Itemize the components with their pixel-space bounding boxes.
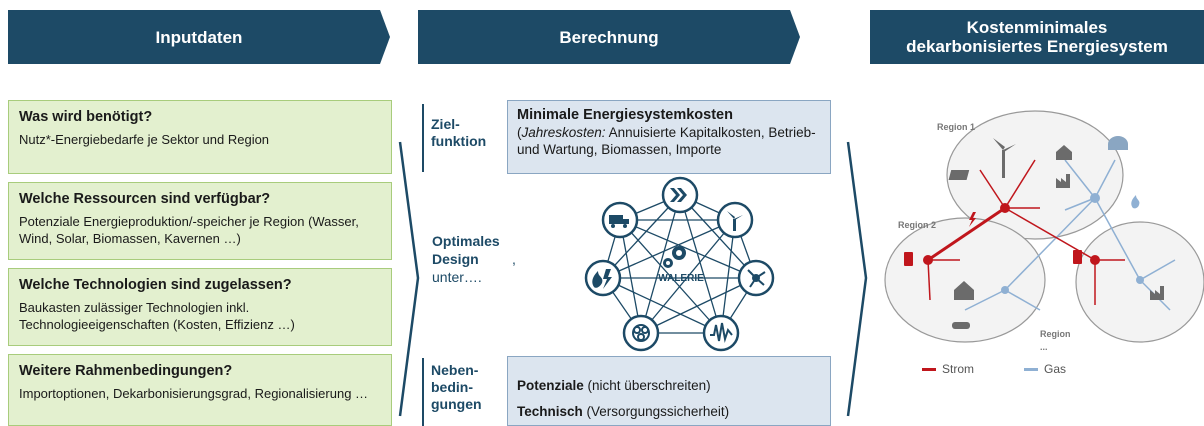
gear-icon bbox=[663, 246, 686, 268]
input-title: Weitere Rahmenbedingungen? bbox=[19, 363, 233, 379]
wind-turbine-icon bbox=[993, 138, 1016, 178]
constraint2-bold: Technisch bbox=[517, 404, 583, 419]
input-box-constraints: Weitere Rahmenbedingungen? Importoptione… bbox=[8, 354, 392, 426]
header-inputdaten: Inputdaten bbox=[8, 10, 390, 64]
right-bracket bbox=[846, 141, 868, 417]
region-2-label: Region 2 bbox=[898, 220, 936, 230]
factory-icon bbox=[1056, 174, 1070, 188]
objective-box: Minimale Energiesystemkosten (Jahreskost… bbox=[507, 100, 831, 174]
header-berechnung: Berechnung bbox=[418, 10, 800, 64]
constraint-label: Neben- bedin- gungen bbox=[422, 358, 500, 426]
legend-strom-label: Strom bbox=[942, 362, 975, 376]
gas-nodes bbox=[1001, 193, 1144, 294]
waveform-icon bbox=[710, 322, 733, 343]
input-title: Welche Ressourcen sind verfügbar? bbox=[19, 191, 271, 207]
electrolyzer-icon bbox=[670, 188, 687, 202]
constraint-box: Potenziale (nicht überschreiten) Technis… bbox=[507, 356, 831, 426]
constraint-1: Potenziale (nicht überschreiten) bbox=[517, 373, 821, 399]
fire-bolt-icon bbox=[592, 269, 612, 289]
constraint2-rest: (Versorgungssicherheit) bbox=[586, 404, 730, 419]
input-box-technologies: Welche Technologien sind zugelassen? Bau… bbox=[8, 268, 392, 346]
region-3-dots: ... bbox=[1040, 342, 1048, 352]
input-desc: Nutz*-Energiebedarfe je Sektor und Regio… bbox=[19, 132, 270, 147]
battery-icon-2 bbox=[1073, 250, 1082, 264]
header-inputdaten-label: Inputdaten bbox=[155, 27, 243, 47]
house-icon bbox=[1056, 145, 1072, 160]
input-title: Was wird benötigt? bbox=[19, 109, 153, 125]
walerie-network: WALERIE bbox=[584, 176, 775, 352]
objective-title: Minimale Energiesystemkosten bbox=[517, 107, 733, 123]
input-desc: Baukasten zulässiger Technologien inkl. … bbox=[19, 300, 295, 332]
legend-strom: Strom bbox=[922, 362, 974, 376]
design-rest: unter…. bbox=[432, 269, 482, 285]
water-turbine-icon bbox=[632, 324, 650, 342]
input-box-resources: Welche Ressourcen sind verfügbar? Potenz… bbox=[8, 182, 392, 260]
left-bracket bbox=[398, 141, 420, 417]
legend-gas-swatch bbox=[1024, 367, 1038, 371]
factory-icon-2 bbox=[1150, 286, 1164, 300]
header-berechnung-label: Berechnung bbox=[559, 27, 659, 47]
factory-truck-icon bbox=[609, 215, 629, 228]
input-title: Welche Technologien sind zugelassen? bbox=[19, 277, 292, 293]
input-desc: Potenziale Energieproduktion/-speicher j… bbox=[19, 214, 359, 246]
design-comma: , bbox=[512, 251, 516, 267]
region-3-label: Region bbox=[1040, 329, 1071, 339]
car-icon bbox=[952, 322, 970, 329]
objective-desc: (Jahreskosten: Annuisierte Kapitalkosten… bbox=[517, 125, 816, 157]
constraint1-bold: Potenziale bbox=[517, 378, 584, 393]
input-desc: Importoptionen, Dekarbonisierungsgrad, R… bbox=[19, 386, 369, 401]
center-label: WALERIE bbox=[658, 273, 704, 284]
gas-storage-icon bbox=[1108, 136, 1128, 150]
region-1-label: Region 1 bbox=[937, 122, 975, 132]
objective-italic: Jahreskosten: bbox=[521, 125, 606, 140]
flame-icon bbox=[1131, 195, 1140, 209]
constraint1-rest: (nicht überschreiten) bbox=[587, 378, 711, 393]
wind-turbine-icon bbox=[727, 211, 743, 231]
header-result-line1: Kostenminimales bbox=[966, 18, 1108, 37]
legend-strom-swatch bbox=[922, 367, 936, 371]
solar-panel-icon bbox=[948, 170, 970, 180]
objective-label: Ziel- funktion bbox=[422, 104, 500, 172]
energy-system-map: Region 1 Region 2 Region ... bbox=[884, 110, 1204, 352]
network-icon bbox=[747, 269, 766, 288]
region-1-area bbox=[946, 110, 1124, 240]
header-result-line2: dekarbonisiertes Energiesystem bbox=[906, 37, 1168, 56]
legend-gas: Gas bbox=[1024, 362, 1066, 376]
objective-rest: Annuisierte Kapitalkosten, Betrieb- und … bbox=[517, 125, 816, 157]
lightning-icon bbox=[969, 212, 976, 227]
strom-nodes bbox=[923, 203, 1100, 265]
constraint-2: Technisch (Versorgungssicherheit) bbox=[517, 399, 821, 425]
house-icon-2 bbox=[954, 281, 974, 300]
region-2-area bbox=[884, 217, 1046, 343]
header-result: Kostenminimales dekarbonisiertes Energie… bbox=[870, 10, 1204, 64]
design-bold: Optimales Design bbox=[432, 233, 500, 267]
battery-icon bbox=[904, 252, 913, 266]
design-text: Optimales Design, unter…. bbox=[432, 232, 516, 286]
legend-gas-label: Gas bbox=[1044, 362, 1067, 376]
input-box-demand: Was wird benötigt? Nutz*-Energiebedarfe … bbox=[8, 100, 392, 174]
